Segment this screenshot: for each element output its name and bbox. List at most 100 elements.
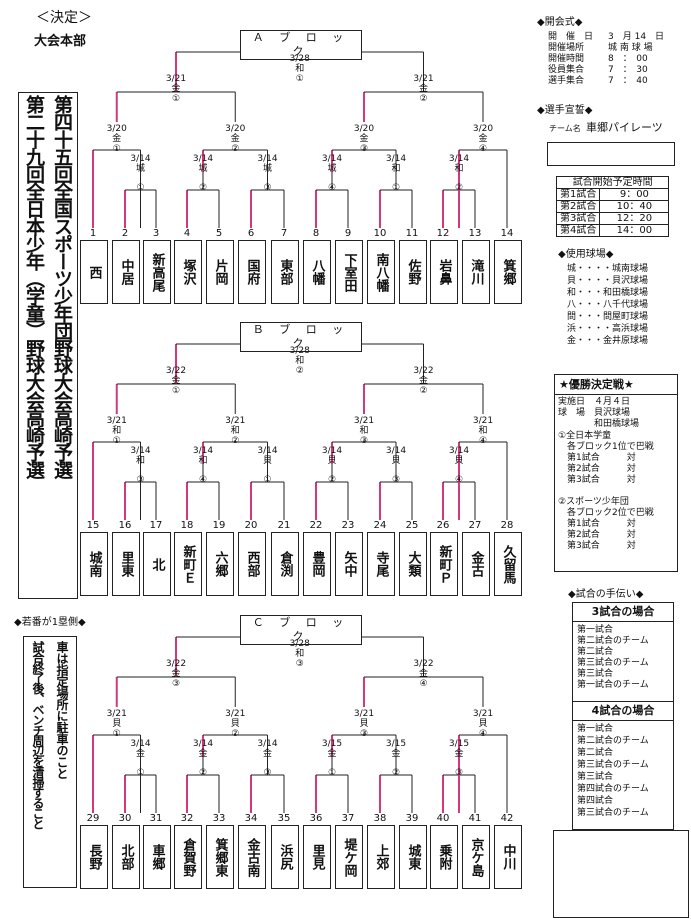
first-round-date: 3/14 — [385, 446, 407, 456]
team-number: 17 — [149, 520, 163, 531]
quarter-date: 3/21 — [472, 709, 494, 719]
venue-item: 八・・・八千代球場 — [567, 300, 649, 310]
venue-item: 問・・・問屋町球場 — [567, 312, 649, 322]
first-round-venue: 金 — [391, 749, 401, 759]
team-number: 2 — [121, 228, 129, 239]
case4-title: 4試合の場合 — [591, 704, 655, 717]
case4-line: 第四試合のチーム — [577, 784, 649, 794]
case4-line: 第二試合のチーム — [577, 736, 649, 746]
first-round-game: ③ — [391, 475, 401, 485]
team-number: 25 — [405, 520, 419, 531]
championship-line: 和田橋球場 — [558, 419, 640, 429]
first-round-game: ① — [327, 768, 337, 778]
semi-venue: 金 — [418, 376, 428, 386]
case3-line: 第一試合 — [577, 625, 614, 635]
quarter-game: ② — [231, 144, 240, 154]
quarter-date: 3/21 — [106, 416, 127, 426]
team-number: 24 — [373, 520, 387, 531]
team-box: 里東 — [112, 532, 140, 596]
first-round-venue: 貝 — [327, 456, 337, 466]
semi-game: ① — [171, 94, 181, 104]
schedule-game: 第3試合 — [555, 212, 601, 225]
team-number: 30 — [118, 813, 132, 824]
semi-game: ② — [419, 386, 428, 396]
venues-heading: ◆使用球場◆ — [558, 249, 614, 260]
quarter-date: 3/20 — [225, 124, 246, 134]
team-box: 下室田 — [335, 240, 363, 304]
quarter-venue: 金 — [478, 134, 488, 144]
quarter-date: 3/20 — [353, 124, 375, 134]
team-number: 7 — [280, 228, 288, 239]
team-box: 浜尻 — [271, 825, 299, 889]
team-box: 八幡 — [303, 240, 331, 304]
helpers-box: 3試合の場合 第一試合 第二試合のチーム 第二試合 第三試合のチーム 第三試合 … — [572, 602, 674, 830]
team-number: 38 — [373, 813, 387, 824]
first-round-game: ② — [198, 768, 208, 778]
team-number: 34 — [244, 813, 258, 824]
first-round-game: ① — [136, 768, 145, 778]
semi-date: 3/22 — [165, 659, 187, 669]
first-round-venue: 金 — [454, 749, 464, 759]
championship-line: ②スポーツ少年団 — [558, 497, 629, 507]
team-number: 13 — [468, 228, 482, 239]
schedule-time: 14：00 — [599, 224, 670, 237]
team-number: 27 — [468, 520, 482, 531]
team-box: 西 — [80, 240, 108, 304]
team-box: 堤ケ岡 — [335, 825, 363, 889]
first-round-game: ② — [327, 475, 337, 485]
schedule-game: 第2試合 — [555, 200, 601, 213]
semi-venue: 金 — [171, 376, 181, 386]
quarter-game: ③ — [359, 144, 369, 154]
quarter-game: ① — [112, 729, 121, 739]
schedule-heading: 試合開始予定時間 — [555, 176, 670, 189]
first-round-venue: 金 — [262, 749, 272, 759]
team-box: 北 — [143, 532, 171, 596]
championship-line: 第1試合 対 — [558, 453, 636, 463]
opening-time-value: 8 ： 00 — [608, 54, 648, 64]
team-number: 19 — [212, 520, 226, 531]
final-game: ① — [295, 74, 304, 84]
team-box: 国府 — [238, 240, 266, 304]
final-venue: 和 — [295, 649, 305, 659]
team-number: 23 — [341, 520, 355, 531]
quarter-date: 3/21 — [353, 709, 375, 719]
quarter-date: 3/21 — [353, 416, 375, 426]
first-round-date: 3/15 — [385, 739, 407, 749]
quarter-game: ① — [112, 436, 121, 446]
team-box: 豊岡 — [303, 532, 331, 596]
case3-line: 第一試合のチーム — [577, 680, 649, 690]
first-round-venue: 金 — [135, 749, 145, 759]
first-round-game: ① — [263, 475, 272, 485]
team-box: 久留馬 — [494, 532, 522, 596]
team-number: 5 — [215, 228, 223, 239]
team-box: 長野 — [80, 825, 108, 889]
first-round-venue: 貝 — [391, 456, 401, 466]
case4-line: 第一試合 — [577, 724, 614, 734]
championship-line: 第2試合 対 — [558, 464, 636, 474]
championship-line: 球 場 貝沢球場 — [558, 408, 631, 418]
quarter-date: 3/21 — [106, 709, 127, 719]
semi-date: 3/22 — [413, 366, 434, 376]
final-date: 3/28 — [289, 346, 310, 356]
quarter-venue: 和 — [359, 426, 369, 436]
team-number: 21 — [277, 520, 291, 531]
block-title: Ｃ ブ ロ ッ ク — [240, 615, 362, 645]
notes-frame: 車は指定場所に駐車のこと 試合終了後、ベンチ周辺を清掃すること — [23, 636, 77, 888]
oath-team-label: チーム名 — [549, 124, 581, 133]
team-box: 上郊 — [367, 825, 395, 889]
quarter-venue: 貝 — [478, 719, 488, 729]
team-number: 26 — [436, 520, 450, 531]
team-number: 9 — [344, 228, 352, 239]
first-round-game: ③ — [263, 183, 272, 193]
championship-line: ①全日本学童 — [558, 431, 612, 441]
venue-item: 金・・・金井原球場 — [567, 336, 649, 346]
status-label: ＜決定＞ — [36, 10, 92, 26]
team-number: 40 — [436, 813, 450, 824]
schedule-time: 9：00 — [599, 188, 670, 201]
quarter-game: ④ — [478, 144, 488, 154]
parking-note: 車は指定場所に駐車のこと — [55, 641, 69, 779]
team-number: 33 — [212, 813, 226, 824]
opening-venue-label: 開催場所 — [548, 43, 585, 53]
first-round-date: 3/14 — [257, 446, 278, 456]
oath-heading: ◆選手宣誓◆ — [537, 105, 593, 116]
